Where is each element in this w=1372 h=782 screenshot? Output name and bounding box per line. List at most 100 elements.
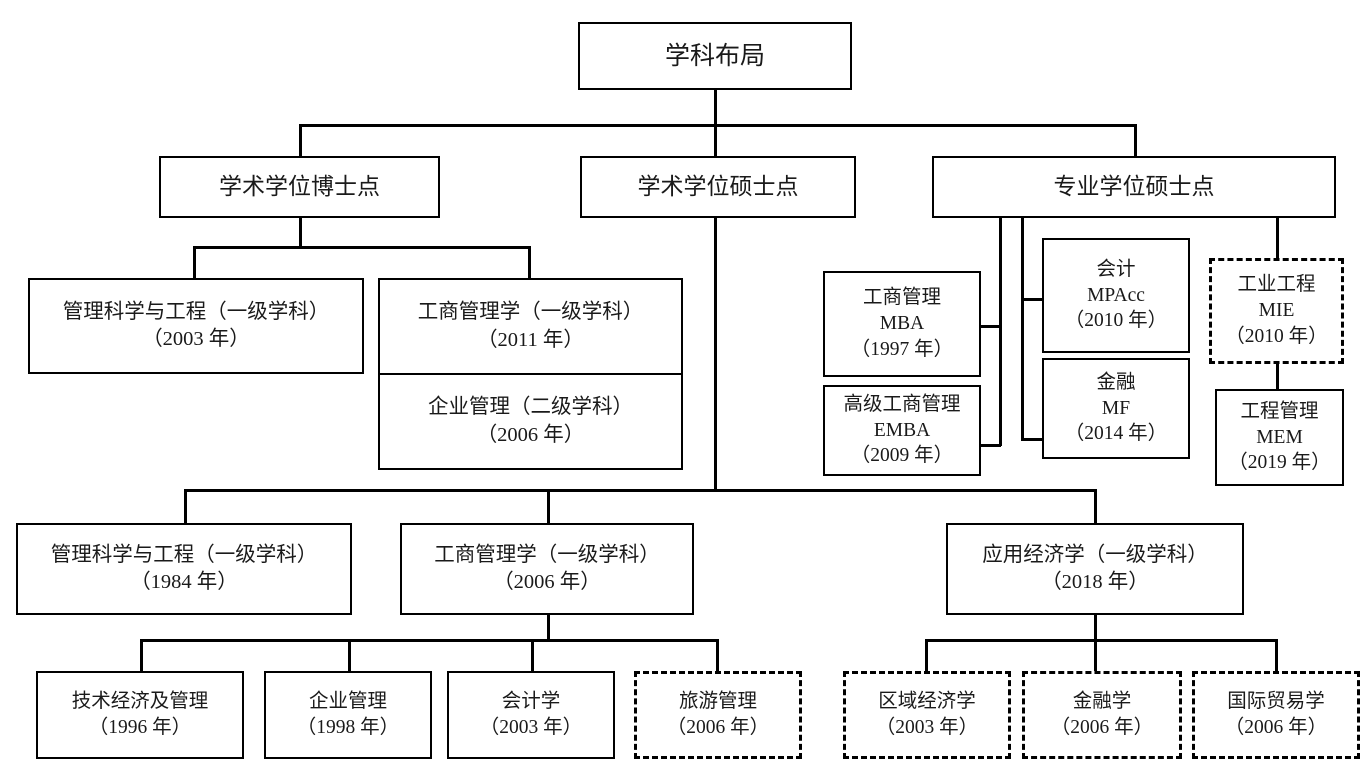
edge-trunk-to-mba xyxy=(981,325,1001,328)
node-phd-mse[interactable]: 管理科学与工程（一级学科） （2003 年） xyxy=(28,278,364,374)
edge-level2-bus xyxy=(299,124,1136,127)
node-tourism-year: （2006 年） xyxy=(666,717,770,738)
edge-ba-to-acc xyxy=(531,639,534,671)
node-master-ba-name: 工商管理学（一级学科） xyxy=(434,543,660,566)
node-mf-name: 金融 xyxy=(1096,371,1136,393)
edge-econ-to-regional xyxy=(925,639,928,671)
node-master-econ[interactable]: 应用经济学（一级学科） （2018 年） xyxy=(946,523,1244,615)
node-master-econ-year: （2018 年） xyxy=(1041,571,1149,593)
node-phd-academic-label: 学术学位博士点 xyxy=(219,173,380,199)
node-phd-ba-level2[interactable]: 企业管理（二级学科） （2006 年） xyxy=(380,373,681,468)
edge-prof-to-mie xyxy=(1276,218,1279,258)
node-mf[interactable]: 金融 MF （2014 年） xyxy=(1042,358,1190,459)
node-accounting-name: 会计学 xyxy=(501,691,561,713)
node-mba-year: （1997 年） xyxy=(850,338,954,360)
edge-phd-stem xyxy=(299,218,302,248)
node-master-professional-label: 专业学位硕士点 xyxy=(1053,173,1215,199)
edge-drop-phd xyxy=(299,124,302,156)
edge-econ-to-trade xyxy=(1275,639,1278,671)
node-tech-econ-name: 技术经济及管理 xyxy=(71,691,209,713)
node-intl-trade[interactable]: 国际贸易学 （2006 年） xyxy=(1192,671,1360,759)
node-phd-ba-level1[interactable]: 工商管理学（一级学科） （2011 年） xyxy=(380,280,681,373)
node-mem-abbr: MEM xyxy=(1256,426,1303,448)
node-root-label: 学科布局 xyxy=(664,42,765,70)
node-phd-mse-name: 管理科学与工程（一级学科） xyxy=(62,300,330,323)
node-ent-mgmt[interactable]: 企业管理 （1998 年） xyxy=(264,671,432,759)
node-tourism-name: 旅游管理 xyxy=(678,691,757,713)
node-emba-name: 高级工商管理 xyxy=(843,393,961,415)
node-master-mse[interactable]: 管理科学与工程（一级学科） （1984 年） xyxy=(16,523,352,615)
edge-econ-to-finance xyxy=(1094,639,1097,671)
edge-drop-master-professional xyxy=(1134,124,1137,156)
node-tech-econ[interactable]: 技术经济及管理 （1996 年） xyxy=(36,671,244,759)
node-finance-year: （2006 年） xyxy=(1050,717,1154,738)
edge-econ-stem xyxy=(1094,615,1097,641)
node-master-academic[interactable]: 学术学位硕士点 xyxy=(580,156,856,218)
node-master-mse-name: 管理科学与工程（一级学科） xyxy=(50,543,318,566)
edge-trunk-to-emba xyxy=(981,444,1001,447)
node-regional-econ-year: （2003 年） xyxy=(875,717,979,738)
edge-phd-to-ba xyxy=(528,246,531,278)
node-mpacc-year: （2010 年） xyxy=(1064,310,1168,332)
edge-root-stem xyxy=(714,90,717,126)
node-intl-trade-name: 国际贸易学 xyxy=(1227,691,1325,713)
node-mf-abbr: MF xyxy=(1101,397,1131,419)
node-phd-ba-stack[interactable]: 工商管理学（一级学科） （2011 年） 企业管理（二级学科） （2006 年） xyxy=(378,278,683,470)
node-mem[interactable]: 工程管理 MEM （2019 年） xyxy=(1215,389,1344,486)
node-emba[interactable]: 高级工商管理 EMBA （2009 年） xyxy=(823,385,981,476)
node-phd-mse-year: （2003 年） xyxy=(142,328,250,350)
edge-phd-bus xyxy=(193,246,530,249)
node-mie-name: 工业工程 xyxy=(1237,274,1316,296)
node-accounting[interactable]: 会计学 （2003 年） xyxy=(447,671,615,759)
edge-trunk-to-mpacc xyxy=(1021,298,1043,301)
node-ent-mgmt-year: （1998 年） xyxy=(296,717,400,738)
node-emba-abbr: EMBA xyxy=(873,419,931,441)
node-mie-year: （2010 年） xyxy=(1225,325,1328,347)
node-root[interactable]: 学科布局 xyxy=(578,22,852,90)
node-finance-name: 金融学 xyxy=(1072,691,1132,713)
edge-ba-stem xyxy=(547,615,550,641)
node-mem-name: 工程管理 xyxy=(1240,400,1319,422)
node-phd-ba-level2-year: （2006 年） xyxy=(476,423,585,446)
node-ent-mgmt-name: 企业管理 xyxy=(308,691,387,713)
node-regional-econ[interactable]: 区域经济学 （2003 年） xyxy=(843,671,1011,759)
node-mpacc[interactable]: 会计 MPAcc （2010 年） xyxy=(1042,238,1190,353)
edge-trunk-to-mf xyxy=(1021,438,1043,441)
edge-ba-to-ent xyxy=(348,639,351,671)
node-mba-name: 工商管理 xyxy=(862,287,941,309)
node-master-mse-year: （1984 年） xyxy=(130,571,238,593)
node-mba[interactable]: 工商管理 MBA （1997 年） xyxy=(823,271,981,377)
node-mie-abbr: MIE xyxy=(1258,300,1295,322)
node-finance[interactable]: 金融学 （2006 年） xyxy=(1022,671,1182,759)
edge-ba-to-tech xyxy=(140,639,143,671)
node-master-ba[interactable]: 工商管理学（一级学科） （2006 年） xyxy=(400,523,694,615)
node-phd-academic[interactable]: 学术学位博士点 xyxy=(159,156,440,218)
edge-master-stem xyxy=(714,218,717,490)
edge-phd-to-mse xyxy=(193,246,196,278)
node-mpacc-abbr: MPAcc xyxy=(1087,284,1145,306)
edge-mie-to-mem xyxy=(1276,364,1279,390)
edge-master-to-econ xyxy=(1094,489,1097,523)
edge-ba-to-tour xyxy=(716,639,719,671)
node-mpacc-name: 会计 xyxy=(1096,258,1136,280)
node-intl-trade-year: （2006 年） xyxy=(1224,717,1328,738)
node-master-econ-name: 应用经济学（一级学科） xyxy=(982,543,1208,566)
node-mem-year: （2019 年） xyxy=(1228,452,1331,474)
node-master-professional[interactable]: 专业学位硕士点 xyxy=(932,156,1336,218)
node-mba-abbr: MBA xyxy=(879,313,925,335)
node-tourism[interactable]: 旅游管理 （2006 年） xyxy=(634,671,802,759)
node-master-ba-year: （2006 年） xyxy=(493,571,601,593)
node-phd-ba-level1-year: （2011 年） xyxy=(477,328,584,351)
edge-drop-master-academic xyxy=(714,124,717,156)
edge-master-to-mse xyxy=(184,489,187,523)
edge-prof-trunk-left xyxy=(999,218,1002,446)
node-master-academic-label: 学术学位硕士点 xyxy=(637,173,799,199)
node-mie[interactable]: 工业工程 MIE （2010 年） xyxy=(1209,258,1344,364)
edge-econ-bus xyxy=(925,639,1276,642)
node-mf-year: （2014 年） xyxy=(1064,423,1168,445)
node-phd-ba-level1-name: 工商管理学（一级学科） xyxy=(417,301,644,324)
node-regional-econ-name: 区域经济学 xyxy=(878,691,976,713)
node-phd-ba-level2-name: 企业管理（二级学科） xyxy=(428,396,633,419)
node-tech-econ-year: （1996 年） xyxy=(88,717,192,738)
